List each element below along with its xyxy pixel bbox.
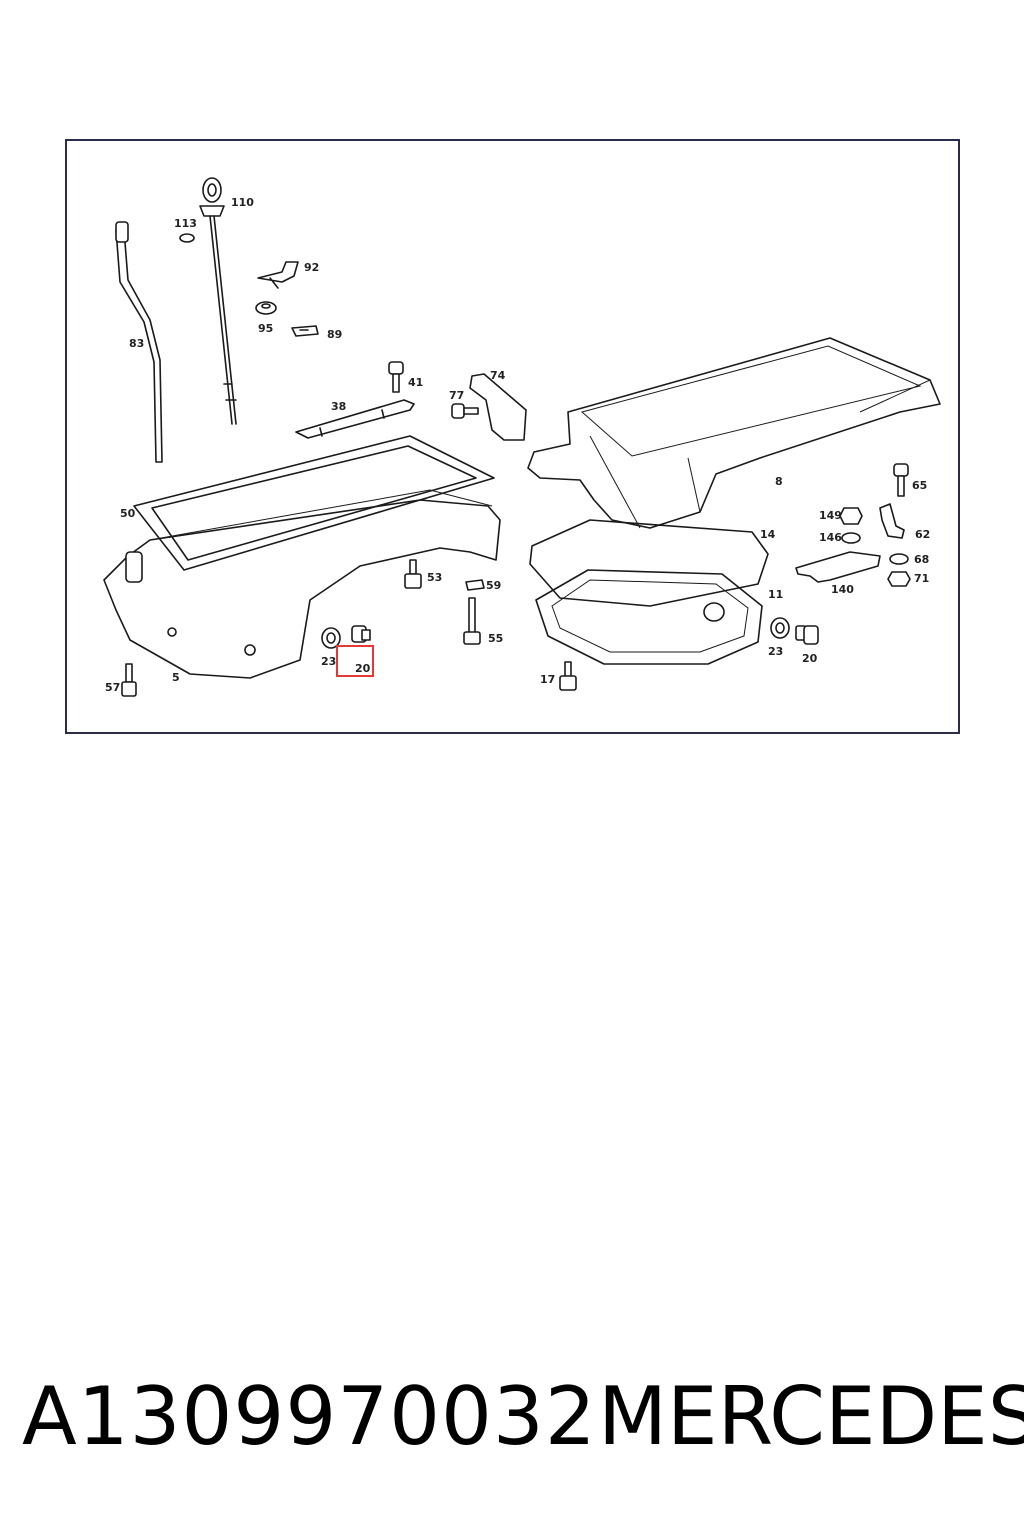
callout-11: 11 [768,588,783,601]
drain-plug-20-right [795,625,819,645]
callout-57: 57 [105,681,120,694]
oil-pan-upper [103,489,501,679]
brand-name: MERCEDES [598,1370,1024,1463]
bracket-clip-92 [257,261,299,289]
sealing-ring-23-left [321,627,341,649]
callout-38: 38 [331,400,346,413]
gasket-14 [529,519,769,607]
drain-plug-20-left [351,625,371,643]
highlight-box [336,645,374,677]
callout-5: 5 [172,671,180,684]
callout-149: 149 [819,509,842,522]
callout-146: 146 [819,531,842,544]
bolt-65 [893,463,909,497]
callout-20-right: 20 [802,652,818,665]
bolt-53 [404,559,422,589]
part-number: A1309970032 [22,1370,597,1463]
callout-14: 14 [760,528,776,541]
callout-113: 113 [174,217,197,230]
bracket-140 [795,551,881,583]
bracket-62 [879,503,905,539]
sealing-ring-23-right [770,617,790,639]
callout-23-left: 23 [321,655,336,668]
callout-41: 41 [408,376,423,389]
callout-89: 89 [327,328,342,341]
oil-pan-lower [527,337,941,529]
callout-labels: 110 113 92 95 89 83 41 74 77 38 8 50 14 … [105,196,930,694]
callout-68: 68 [914,553,929,566]
dipstick [199,177,237,425]
oil-pan-gasket-upper [133,435,495,571]
callout-20-left: 20 [355,662,371,675]
callout-17: 17 [540,673,555,686]
oil-pan-exploded-diagram: 110 113 92 95 89 83 41 74 77 38 8 50 14 … [103,177,941,697]
dipstick-guide-tube [115,221,163,463]
washer-146 [841,532,861,544]
callout-83: 83 [129,337,144,350]
callout-110: 110 [231,196,254,209]
callout-53: 53 [427,571,442,584]
washer-113 [179,233,195,243]
callout-140: 140 [831,583,854,596]
callout-59: 59 [486,579,501,592]
bolt-77 [451,403,479,419]
callout-55: 55 [488,632,503,645]
callout-77: 77 [449,389,464,402]
bolt-57 [121,663,137,697]
washer-59 [465,579,485,591]
callout-8: 8 [775,475,783,488]
bracket-38 [295,399,415,439]
clip-89 [291,325,319,337]
nut-149 [839,507,863,525]
nut-71 [887,571,911,587]
callout-23-right: 23 [768,645,783,658]
callout-74: 74 [490,369,506,382]
oil-pan-sump-11 [535,569,763,665]
bolt-17 [559,661,577,691]
bolt-55 [463,597,481,645]
callout-71: 71 [914,572,929,585]
washer-68 [889,553,909,565]
callout-92: 92 [304,261,319,274]
callout-62: 62 [915,528,930,541]
callout-65: 65 [912,479,927,492]
callout-50: 50 [120,507,136,520]
bracket-74 [469,373,527,441]
grommet-95 [255,301,277,315]
bolt-41 [388,361,404,393]
callout-95: 95 [258,322,273,335]
